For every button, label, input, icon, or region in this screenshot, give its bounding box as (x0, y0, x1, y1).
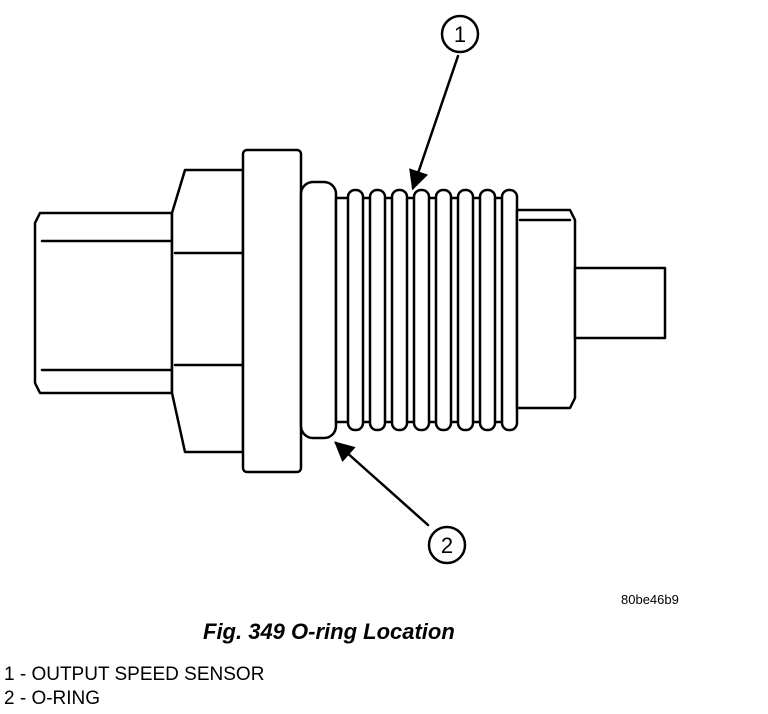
callout-1-number: 1 (454, 22, 466, 47)
callout-2-number: 2 (441, 533, 453, 558)
callout-2-circle (427, 525, 467, 565)
flange (241, 148, 303, 474)
sensor-tip (573, 266, 667, 340)
legend-item-2: 2 - O-RING (4, 688, 101, 709)
callout-1-circle (440, 14, 480, 54)
o-ring (299, 180, 338, 440)
callout-1-leader (409, 54, 460, 191)
legend-item-1: 1 - OUTPUT SPEED SENSOR (4, 664, 265, 685)
sensor-diagram: 1 2 (33, 14, 667, 565)
legend: 1 - OUTPUT SPEED SENSOR 2 - O-RING (4, 663, 264, 711)
figure-caption: Fig. 349 O-ring Location (203, 619, 455, 644)
callout-2: 2 (334, 441, 467, 565)
callout-1: 1 (409, 14, 480, 191)
threaded-section (334, 188, 519, 432)
connector-body (33, 211, 174, 395)
hex-nut (170, 168, 245, 454)
sensor-body (515, 208, 577, 410)
callout-2-leader (334, 441, 430, 527)
image-code: 80be46b9 (621, 592, 679, 607)
